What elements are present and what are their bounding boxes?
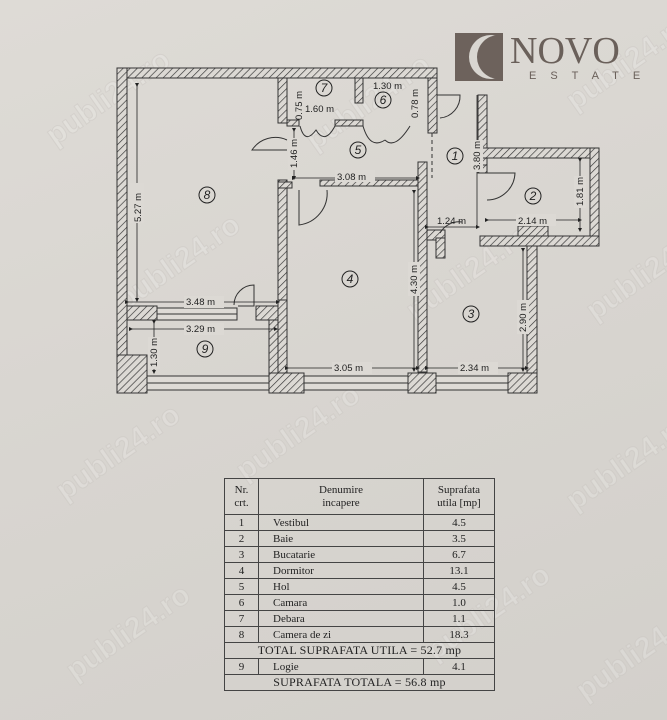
dim-label: 0.78 m	[410, 89, 421, 118]
dim-label: 4.30 m	[409, 265, 420, 294]
total-util-row: TOTAL SUPRAFATA UTILA = 52.7 mp	[224, 642, 495, 659]
dim-label: 1.30 m	[149, 338, 160, 367]
logo-mark-icon	[455, 33, 503, 81]
dim-label: 2.34 m	[460, 363, 489, 374]
room-number-3: 3	[468, 307, 475, 321]
total-row: SUPRAFATA TOTALA = 56.8 mp	[224, 674, 495, 691]
dim-label: 1.46 m	[289, 139, 300, 168]
room-number-4: 4	[347, 272, 354, 286]
dim-label: 3.48 m	[186, 297, 215, 308]
room-number-2: 2	[529, 189, 537, 203]
dim-label: 3.29 m	[186, 324, 215, 335]
room-number-9: 9	[202, 342, 209, 356]
room-number-7: 7	[321, 81, 329, 95]
watermark: publi24.ro	[60, 577, 197, 688]
dim-label: 3.05 m	[334, 363, 363, 374]
room-number-5: 5	[355, 143, 362, 157]
dim-label: 3.80 m	[472, 141, 483, 170]
dim-label: 1.30 m	[373, 81, 402, 92]
floor-plan: 5.27 m 0.75 m 1.60 m 1.30 m 0.78 m 1.46 …	[116, 67, 600, 394]
dim-label: 1.24 m	[437, 216, 466, 227]
brand-logo: NOVO ESTATE	[455, 30, 655, 83]
dim-label: 5.27 m	[133, 193, 144, 222]
room-number-8: 8	[204, 188, 211, 202]
dim-label: 2.14 m	[518, 216, 547, 227]
brand-subtitle: ESTATE	[529, 70, 655, 82]
watermark: publi24.ro	[570, 597, 667, 708]
room-number-1: 1	[452, 149, 459, 163]
header-nr: Nr.crt.	[224, 478, 259, 515]
dim-label: 0.75 m	[294, 91, 305, 120]
dim-label: 2.90 m	[518, 303, 529, 332]
brand-name: NOVO	[510, 30, 620, 72]
total-area: SUPRAFATA TOTALA = 56.8 mp	[224, 674, 495, 691]
total-util: TOTAL SUPRAFATA UTILA = 52.7 mp	[224, 642, 495, 659]
dim-label: 1.60 m	[305, 104, 334, 115]
dim-label: 3.08 m	[337, 172, 366, 183]
room-number-6: 6	[380, 93, 387, 107]
dim-label: 1.81 m	[575, 177, 586, 206]
